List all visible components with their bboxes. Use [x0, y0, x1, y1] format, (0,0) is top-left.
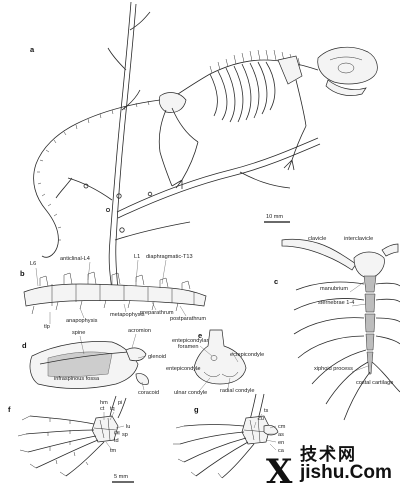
watermark-domain: jishu.Com [300, 462, 392, 483]
label-ca: ca [278, 448, 285, 454]
label-l1: L1 [134, 254, 140, 260]
label-cm: cm [278, 424, 286, 430]
label-foramen: foramen [178, 344, 199, 350]
label-tq: tq [110, 406, 115, 412]
label-ulnar: ulnar condyle [174, 390, 207, 396]
lumbar-vertebrae-illustration [23, 271, 207, 315]
ribcage [209, 61, 276, 123]
foot-illustration [173, 393, 279, 479]
label-anapophysis: anapophysis [66, 318, 98, 324]
label-cu: cu [258, 416, 264, 422]
branch-illustration [55, 1, 321, 291]
humerus-illustration [193, 329, 247, 385]
label-anticlinal: anticlinal-L4 [60, 256, 90, 262]
label-preparathrum: preparathrum [140, 310, 174, 316]
label-ts: ts [264, 408, 269, 414]
scapula-illustration [29, 341, 149, 389]
label-hm: hm [100, 400, 108, 406]
panel-label-a: a [30, 45, 35, 54]
label-as: as [278, 432, 284, 438]
label-spine: spine [72, 330, 85, 336]
watermark-chinese: 技术网 [300, 445, 357, 465]
label-infraspinous: infraspinous fossa [54, 376, 100, 382]
label-radial: radial condyle [220, 388, 255, 394]
label-td: td [114, 438, 119, 444]
label-xiphoid: xiphoid process [314, 366, 353, 372]
label-sp: sp [122, 432, 128, 438]
panel-label-c: c [274, 277, 278, 286]
sternum-illustration [281, 238, 400, 421]
label-ce: ce [114, 430, 120, 436]
label-clavicle: clavicle [308, 236, 326, 242]
label-costal: costal cartilage [356, 380, 393, 386]
panel-label-f: f [8, 405, 11, 414]
tail-vertebrae [37, 100, 150, 241]
hand-illustration [17, 395, 127, 477]
scale-bar-hands-label: 5 mm [114, 474, 128, 480]
label-tm: tm [110, 448, 117, 454]
label-entepicondyle: entepicondyle [166, 366, 201, 372]
label-lu: lu [126, 424, 130, 430]
label-glenoid: glenoid [148, 354, 166, 360]
label-interclavicle: interclavicle [344, 236, 373, 242]
label-en: en [278, 440, 284, 446]
label-manubrium: manubrium [320, 286, 348, 292]
label-ct: ct [100, 406, 105, 412]
label-tlp: tlp [44, 324, 50, 330]
label-metapophysis: metapophysis [110, 312, 145, 318]
label-ectepicondyle: ectepicondyle [230, 352, 264, 358]
label-diaphragmatic: diaphragmatic-T13 [146, 254, 193, 260]
label-coracoid: coracoid [138, 390, 159, 396]
panel-label-d: d [22, 341, 27, 350]
panel-label-b: b [20, 269, 25, 278]
scale-bar-main-label: 10 mm [266, 214, 283, 220]
watermark-x: X [266, 452, 293, 492]
label-entepicondylar: entepicondylar [172, 338, 209, 344]
label-l6: L6 [30, 261, 36, 267]
panel-label-e: e [198, 331, 202, 340]
panel-label-g: g [194, 405, 199, 414]
label-acromion: acromion [128, 328, 151, 334]
label-sternebrae: sternebrae 1-4 [318, 300, 354, 306]
label-postparathrum: postparathrum [170, 316, 206, 322]
skeleton-illustration [33, 46, 378, 258]
label-pi: pi [118, 400, 122, 406]
